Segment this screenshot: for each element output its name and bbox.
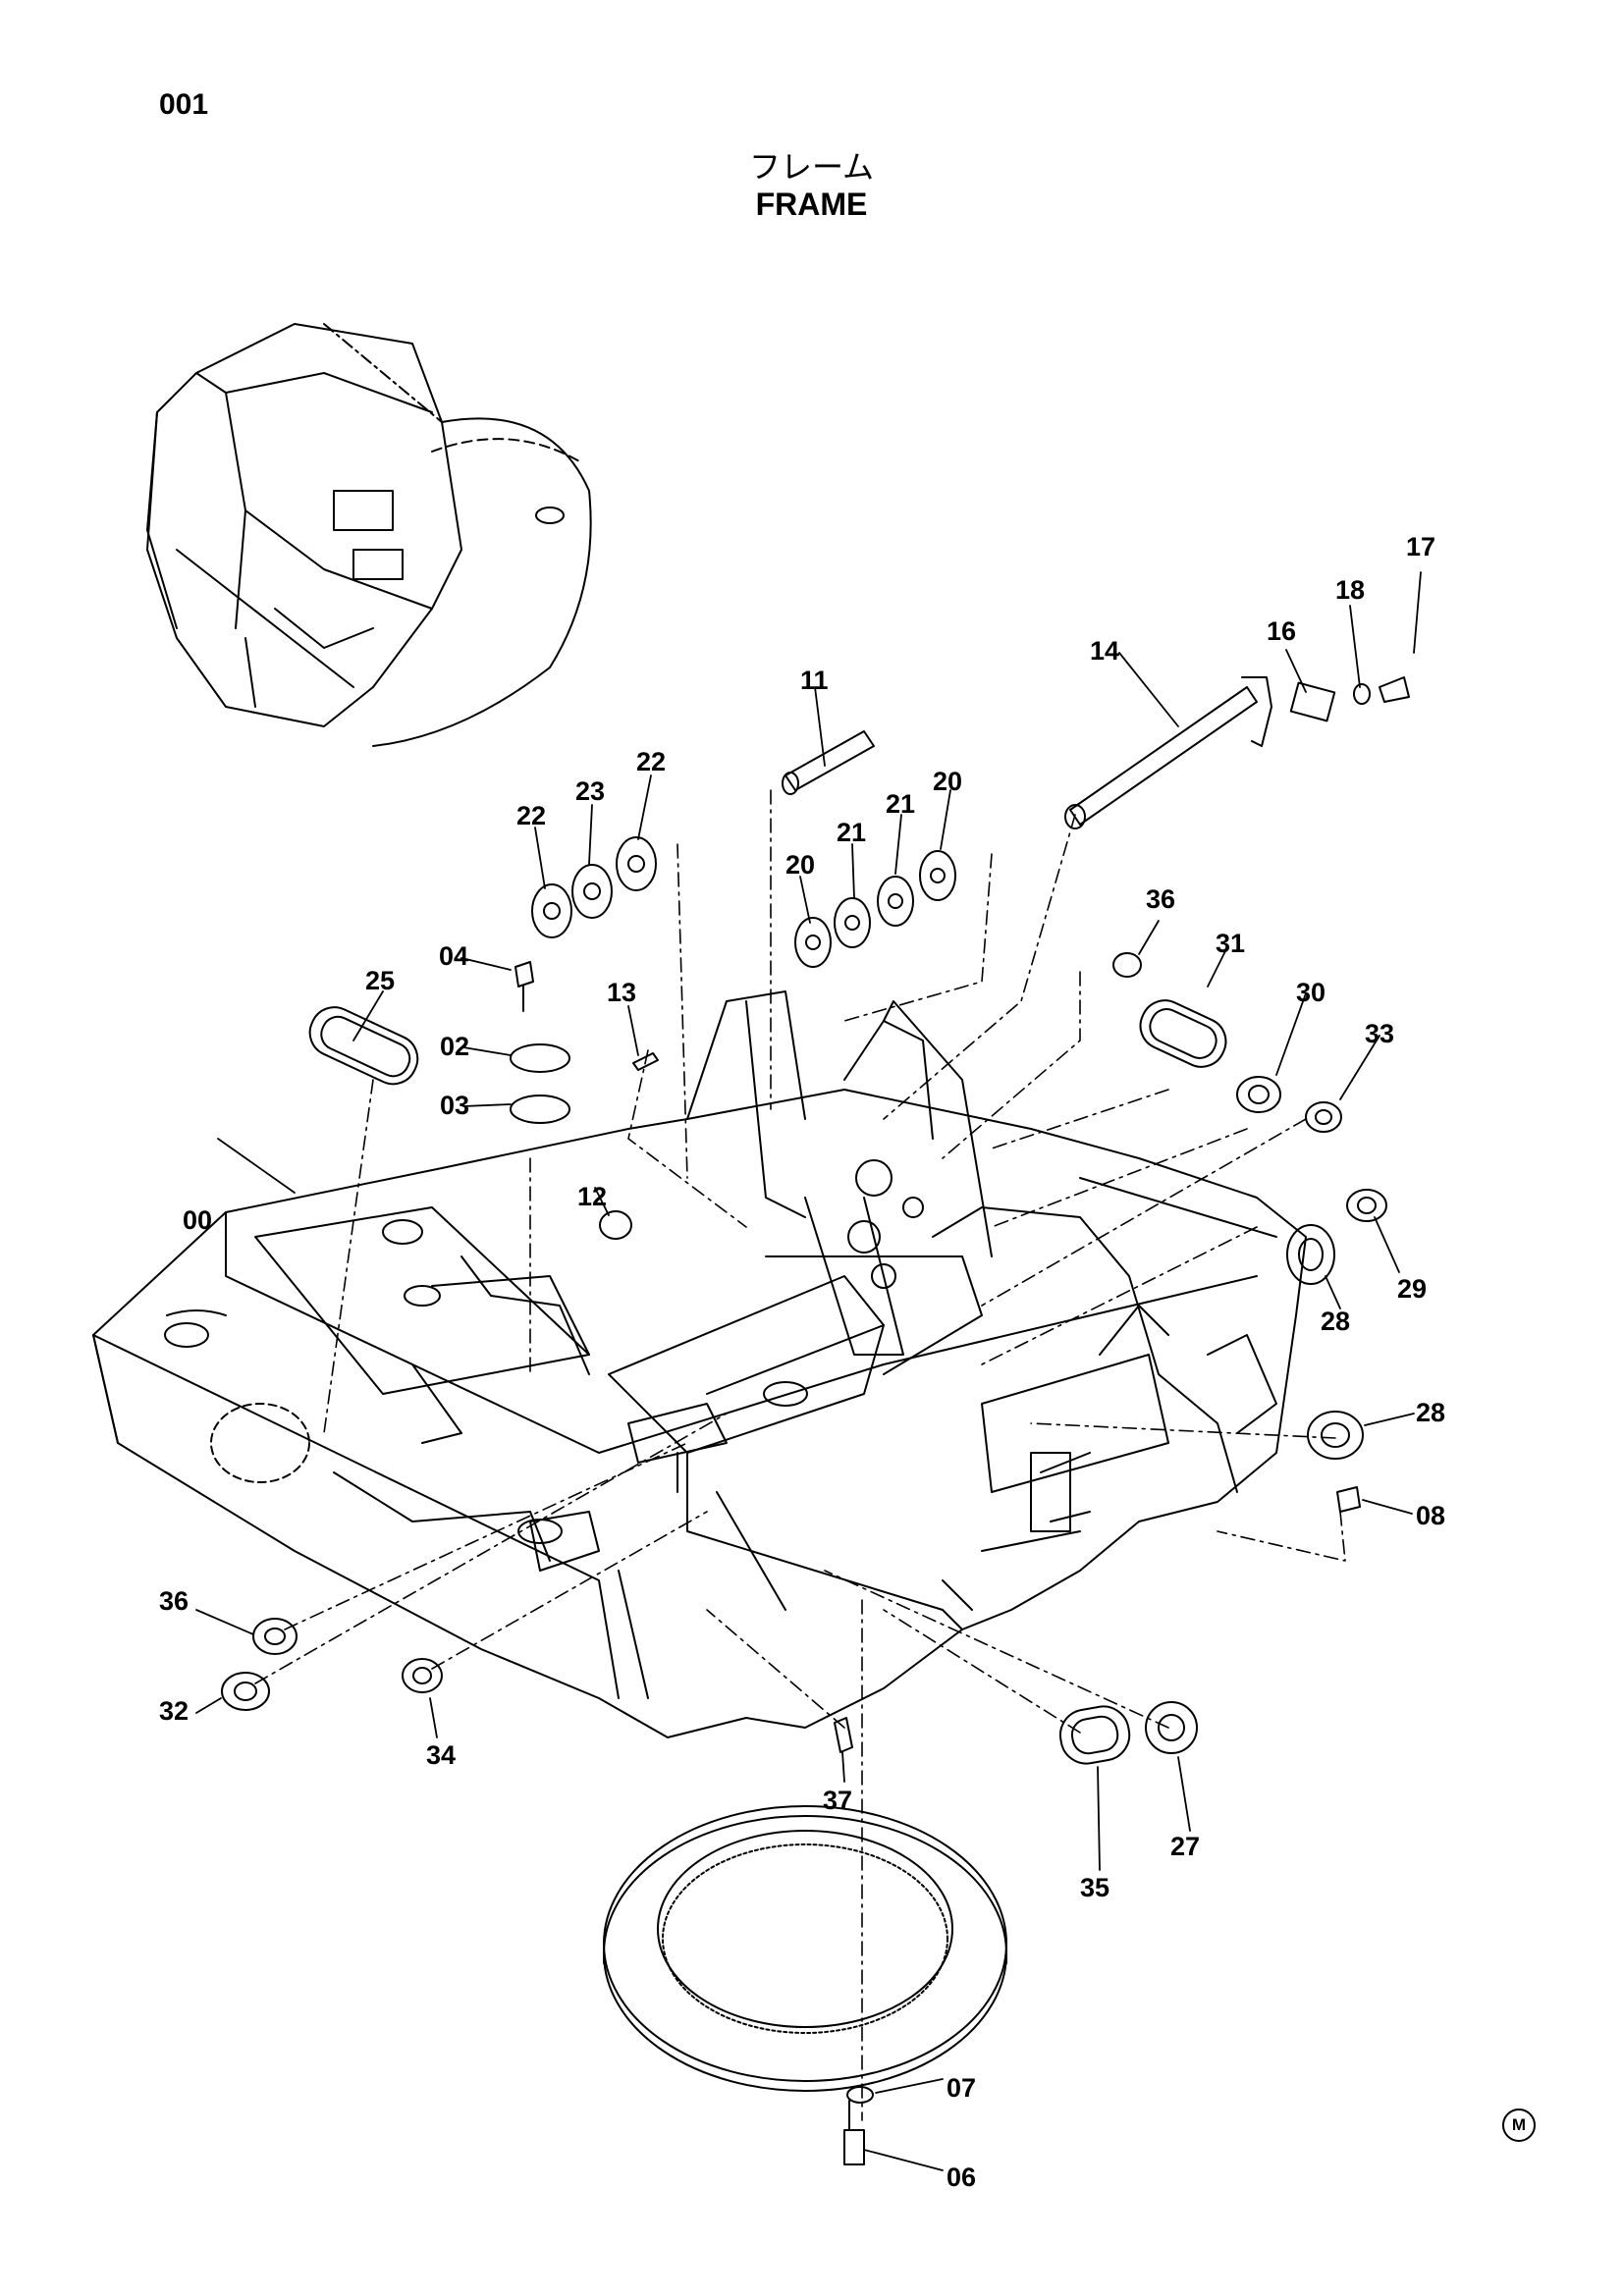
part-label-17: 17	[1406, 532, 1435, 561]
part-label-34: 34	[426, 1740, 456, 1770]
part-label-22-left: 22	[516, 801, 546, 830]
part-label-36-right: 36	[1146, 884, 1175, 914]
leader-lines	[195, 571, 1422, 2171]
small-parts	[221, 676, 1410, 2165]
title-english: FRAME	[755, 187, 868, 222]
part-label-21-left: 21	[837, 818, 866, 847]
part-label-30: 30	[1296, 978, 1325, 1007]
part-number-labels: 00 02 03 04 06 07 08 11 12 13 14 16 17 1…	[159, 532, 1445, 2192]
part-label-23: 23	[575, 776, 605, 806]
part-label-14: 14	[1090, 636, 1119, 666]
part-label-32: 32	[159, 1696, 189, 1726]
part-label-25: 25	[365, 966, 395, 995]
part-label-35: 35	[1080, 1873, 1109, 1902]
part-label-36-left: 36	[159, 1586, 189, 1616]
circled-m-mark: M	[1502, 2109, 1536, 2142]
page-number: 001	[159, 88, 209, 121]
part-label-16: 16	[1267, 616, 1296, 646]
part-label-12: 12	[577, 1182, 607, 1211]
part-label-20-right: 20	[933, 767, 962, 796]
part-label-31: 31	[1216, 929, 1245, 958]
main-frame-body	[92, 990, 1307, 1738]
part-label-37: 37	[823, 1786, 852, 1815]
part-label-18: 18	[1335, 575, 1365, 605]
swing-bearing-ring	[603, 1805, 1007, 2092]
part-label-27: 27	[1170, 1832, 1200, 1861]
part-label-21-right: 21	[886, 789, 915, 819]
part-label-04: 04	[439, 941, 468, 971]
part-label-00: 00	[183, 1205, 212, 1235]
part-label-11: 11	[800, 666, 829, 695]
machine-overview-illustration	[146, 323, 592, 747]
part-label-06: 06	[947, 2163, 976, 2192]
assembly-lines	[254, 789, 1346, 2121]
part-label-33: 33	[1365, 1019, 1394, 1048]
part-label-03: 03	[440, 1091, 469, 1120]
part-label-07: 07	[947, 2073, 976, 2103]
part-label-08: 08	[1416, 1501, 1445, 1530]
part-label-20-left: 20	[785, 850, 815, 880]
part-label-02: 02	[440, 1032, 469, 1061]
part-label-29: 29	[1397, 1274, 1427, 1304]
part-label-28-lower: 28	[1416, 1398, 1445, 1427]
part-label-13: 13	[607, 978, 636, 1007]
part-label-28-upper: 28	[1321, 1307, 1350, 1336]
part-label-22-right: 22	[636, 747, 666, 776]
title-japanese: フレーム	[748, 148, 875, 186]
